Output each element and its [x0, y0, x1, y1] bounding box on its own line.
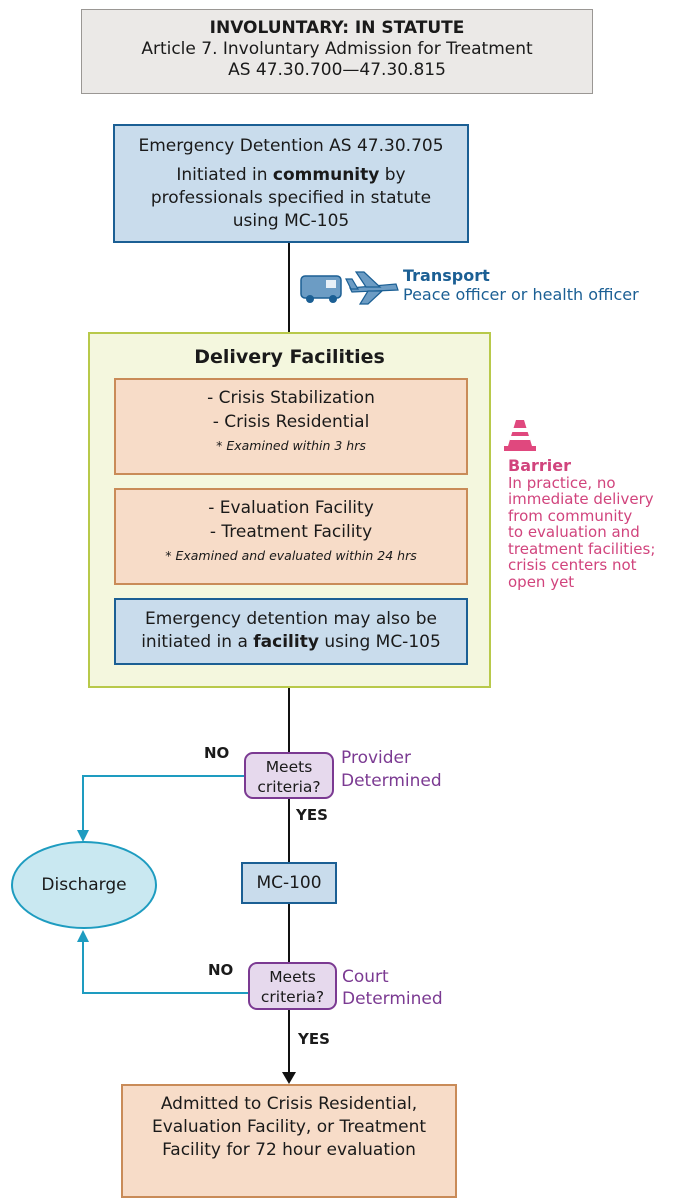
header-statute-range: AS 47.30.700—47.30.815	[228, 60, 446, 80]
decision1-yes-label: YES	[296, 806, 328, 824]
connector-decision1-no	[82, 775, 244, 836]
barrier-line: In practice, no	[508, 473, 616, 492]
mc100-box: MC-100	[241, 862, 337, 904]
decision2-no-label: NO	[208, 961, 234, 979]
admission-outcome-box: Admitted to Crisis Residential, Evaluati…	[121, 1084, 457, 1198]
traffic-cone-icon	[504, 420, 536, 451]
court-criteria-decision: Meets criteria?	[248, 962, 337, 1010]
decision2-line1: Meets	[269, 968, 316, 986]
decision2-yes-label: YES	[298, 1030, 330, 1048]
decision1-no-label: NO	[204, 744, 230, 762]
arrowhead-discharge-bottom	[77, 930, 89, 942]
provider-determined-label: Determined	[341, 771, 442, 791]
provider-criteria-decision: Meets criteria?	[244, 752, 334, 799]
admission-line3: Facility for 72 hour evaluation	[162, 1140, 416, 1160]
arrowhead-discharge-top	[77, 830, 89, 842]
decision2-line2: criteria?	[260, 988, 325, 1006]
transport-label: Transport Peace officer or health office…	[403, 266, 639, 304]
arrowhead-final	[282, 1072, 296, 1084]
barrier-line: crisis centers not	[508, 556, 637, 574]
airplane-icon	[345, 271, 399, 305]
admission-line2: Evaluation Facility, or Treatment	[151, 1117, 427, 1137]
decision1-line1: Meets	[265, 758, 313, 776]
crisis-stabilization-item: - Crisis Stabilization	[207, 388, 375, 408]
crisis-residential-item: - Crisis Residential	[212, 412, 370, 432]
decision1-line2: criteria?	[257, 778, 321, 796]
transport-title: Transport	[403, 266, 490, 285]
crisis-facilities-box: - Crisis Stabilization - Crisis Resident…	[114, 378, 468, 475]
evaluation-facilities-box: - Evaluation Facility - Treatment Facili…	[114, 488, 468, 585]
delivery-facilities-title: Delivery Facilities	[194, 346, 385, 368]
connector-decision2-no	[82, 936, 248, 994]
barrier-note: Barrier In practice, no immediate delive…	[508, 456, 656, 591]
crisis-exam-note: * Examined within 3 hrs	[216, 438, 366, 453]
barrier-line: immediate delivery	[508, 490, 654, 508]
barrier-line: treatment facilities;	[508, 539, 656, 558]
evaluation-exam-note: * Examined and evaluated within 24 hrs	[165, 548, 417, 563]
barrier-line: open yet	[508, 572, 575, 591]
header-title: INVOLUNTARY: IN STATUTE	[209, 18, 465, 38]
facility-initiation-line1: Emergency detention may also be	[145, 609, 437, 629]
transport-detail: Peace officer or health officer	[403, 285, 639, 304]
barrier-line: from community	[508, 506, 633, 525]
emergency-detention-title: Emergency Detention AS 47.30.705	[138, 136, 444, 156]
provider-label: Provider	[341, 748, 411, 768]
admission-line1: Admitted to Crisis Residential,	[160, 1094, 418, 1114]
facility-initiation-box: Emergency detention may also be initiate…	[114, 598, 468, 665]
statute-header: INVOLUNTARY: IN STATUTE Article 7. Invol…	[81, 9, 593, 94]
facility-initiation-line2: initiated in a facility using MC-105	[141, 632, 441, 652]
truck-icon	[300, 275, 342, 303]
evaluation-facility-item: - Evaluation Facility	[208, 498, 374, 518]
header-article: Article 7. Involuntary Admission for Tre…	[141, 39, 533, 59]
emergency-detention-line4: using MC-105	[232, 211, 350, 231]
emergency-detention-line3: professionals specified in statute	[150, 188, 432, 208]
delivery-facilities-group: Delivery Facilities - Crisis Stabilizati…	[88, 332, 491, 688]
barrier-title: Barrier	[508, 456, 571, 475]
emergency-detention-line2: Initiated in community by	[176, 165, 406, 185]
court-label: Court	[342, 967, 389, 987]
treatment-facility-item: - Treatment Facility	[209, 522, 373, 542]
emergency-detention-box: Emergency Detention AS 47.30.705 Initiat…	[113, 124, 469, 243]
barrier-line: to evaluation and	[508, 523, 640, 541]
discharge-node: Discharge	[11, 841, 157, 929]
court-determined-label: Determined	[342, 989, 443, 1009]
